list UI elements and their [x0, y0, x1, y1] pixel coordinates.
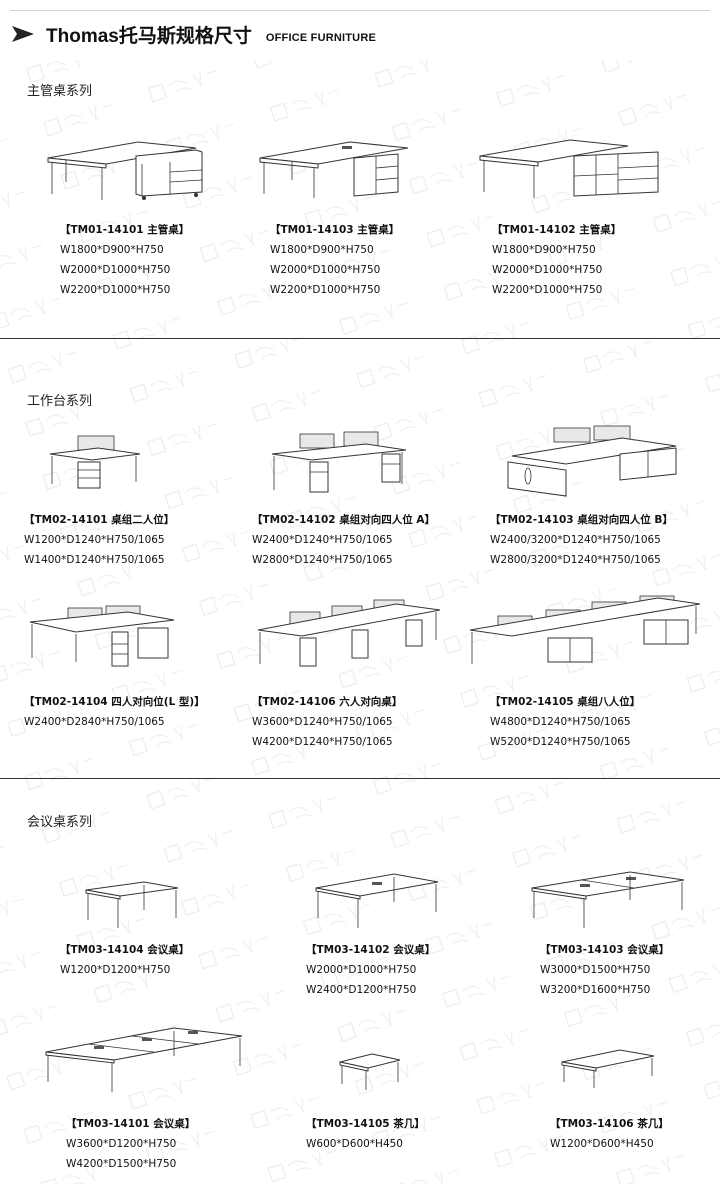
product-code: 【TM01-14101 主管桌】 [60, 224, 190, 236]
product-code: 【TM02-14106 六人对向桌】 [252, 696, 403, 708]
product-caption: 【TM02-14104 四人对向位(L 型)】 W2400*D2840*H750… [24, 692, 205, 732]
product-image-tm03-14106 [560, 1048, 656, 1090]
product-code: 【TM02-14103 桌组对向四人位 B】 [490, 514, 673, 526]
product-spec: W1200*D1200*H750 [60, 964, 171, 976]
top-rule [10, 10, 710, 11]
product-image-tm02-14102 [270, 430, 410, 498]
product-caption: 【TM02-14105 桌组八人位】 W4800*D1240*H750/1065… [490, 692, 640, 752]
product-caption: 【TM03-14102 会议桌】 W2000*D1000*H750 W2400*… [306, 940, 435, 1000]
product-spec: W1800*D900*H750 [270, 244, 374, 256]
product-spec: W1200*D600*H450 [550, 1138, 654, 1150]
product-spec: W2800/3200*D1240*H750/1065 [490, 554, 661, 566]
product-image-tm02-14104 [28, 600, 178, 670]
product-spec: W2400*D2840*H750/1065 [24, 716, 165, 728]
product-spec: W2200*D1000*H750 [270, 284, 381, 296]
page-header: Thomas托马斯规格尺寸 OFFICE FURNITURE [12, 20, 376, 48]
product-spec: W2200*D1000*H750 [492, 284, 603, 296]
product-image-tm01-14102 [478, 136, 664, 202]
product-code: 【TM03-14103 会议桌】 [540, 944, 670, 956]
product-spec: W2000*D1000*H750 [60, 264, 171, 276]
section-title-workstations: 工作台系列 [27, 394, 93, 409]
arrow-right-icon [12, 26, 34, 42]
product-spec: W5200*D1240*H750/1065 [490, 736, 631, 748]
section-divider [0, 778, 720, 779]
product-spec: W3600*D1240*H750/1065 [252, 716, 393, 728]
product-spec: W600*D600*H450 [306, 1138, 403, 1150]
product-code: 【TM01-14103 主管桌】 [270, 224, 400, 236]
page-title: Thomas托马斯规格尺寸 [46, 25, 252, 47]
product-image-tm02-14106 [256, 594, 442, 670]
product-caption: 【TM01-14101 主管桌】 W1800*D900*H750 W2000*D… [60, 220, 189, 300]
product-code: 【TM03-14105 茶几】 [306, 1118, 425, 1130]
product-image-tm03-14103 [530, 868, 686, 930]
section-divider [0, 338, 720, 339]
product-code: 【TM03-14104 会议桌】 [60, 944, 190, 956]
product-code: 【TM01-14102 主管桌】 [492, 224, 622, 236]
product-spec: W3200*D1600*H750 [540, 984, 651, 996]
product-caption: 【TM02-14102 桌组对向四人位 A】 W2400*D1240*H750/… [252, 510, 435, 570]
product-image-tm03-14102 [314, 870, 440, 930]
product-image-tm03-14101 [44, 1024, 244, 1094]
product-code: 【TM02-14104 四人对向位(L 型)】 [24, 696, 205, 708]
product-caption: 【TM02-14106 六人对向桌】 W3600*D1240*H750/1065… [252, 692, 402, 752]
product-caption: 【TM03-14106 茶几】 W1200*D600*H450 [550, 1114, 669, 1154]
product-spec: W3000*D1500*H750 [540, 964, 651, 976]
product-code: 【TM02-14102 桌组对向四人位 A】 [252, 514, 436, 526]
product-spec: W2000*D1000*H750 [492, 264, 603, 276]
product-spec: W2400/3200*D1240*H750/1065 [490, 534, 661, 546]
product-code: 【TM02-14101 桌组二人位】 [24, 514, 175, 526]
product-code: 【TM03-14106 茶几】 [550, 1118, 669, 1130]
product-spec: W4200*D1240*H750/1065 [252, 736, 393, 748]
product-image-tm02-14101 [48, 432, 144, 494]
product-code: 【TM03-14101 会议桌】 [66, 1118, 196, 1130]
product-caption: 【TM02-14101 桌组二人位】 W1200*D1240*H750/1065… [24, 510, 174, 570]
product-caption: 【TM03-14105 茶几】 W600*D600*H450 [306, 1114, 425, 1154]
product-caption: 【TM03-14104 会议桌】 W1200*D1200*H750 [60, 940, 189, 980]
product-image-tm01-14103 [258, 138, 418, 202]
product-caption: 【TM01-14102 主管桌】 W1800*D900*H750 W2000*D… [492, 220, 621, 300]
product-caption: 【TM03-14103 会议桌】 W3000*D1500*H750 W3200*… [540, 940, 669, 1000]
product-spec: W3600*D1200*H750 [66, 1138, 177, 1150]
product-spec: W2200*D1000*H750 [60, 284, 171, 296]
product-caption: 【TM02-14103 桌组对向四人位 B】 W2400/3200*D1240*… [490, 510, 673, 570]
product-spec: W1200*D1240*H750/1065 [24, 534, 165, 546]
product-spec: W2000*D1000*H750 [270, 264, 381, 276]
product-spec: W1800*D900*H750 [60, 244, 164, 256]
section-title-executive-desks: 主管桌系列 [27, 84, 93, 99]
page-subtitle: OFFICE FURNITURE [265, 32, 376, 44]
product-spec: W1400*D1240*H750/1065 [24, 554, 165, 566]
section-title-conference-tables: 会议桌系列 [27, 815, 93, 830]
product-spec: W2400*D1240*H750/1065 [252, 534, 393, 546]
product-image-tm02-14105 [468, 590, 702, 670]
product-image-tm01-14101 [46, 138, 206, 202]
product-code: 【TM03-14102 会议桌】 [306, 944, 436, 956]
product-spec: W4200*D1500*H750 [66, 1158, 177, 1170]
product-image-tm03-14105 [338, 1052, 402, 1092]
product-spec: W2000*D1000*H750 [306, 964, 417, 976]
product-spec: W4800*D1240*H750/1065 [490, 716, 631, 728]
product-caption: 【TM01-14103 主管桌】 W1800*D900*H750 W2000*D… [270, 220, 399, 300]
product-image-tm02-14103 [502, 424, 682, 506]
product-spec: W2400*D1200*H750 [306, 984, 417, 996]
product-spec: W1800*D900*H750 [492, 244, 596, 256]
product-spec: W2800*D1240*H750/1065 [252, 554, 393, 566]
product-image-tm03-14104 [84, 880, 180, 930]
product-caption: 【TM03-14101 会议桌】 W3600*D1200*H750 W4200*… [66, 1114, 195, 1174]
product-code: 【TM02-14105 桌组八人位】 [490, 696, 641, 708]
